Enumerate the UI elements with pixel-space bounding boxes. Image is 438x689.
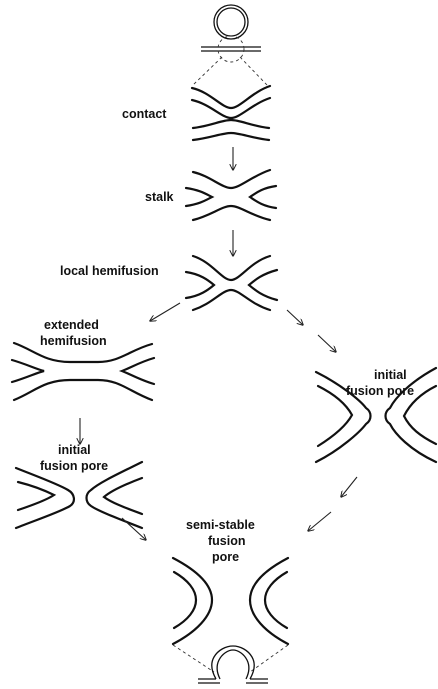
label-local-hemifusion: local hemifusion: [60, 264, 159, 278]
label-initial-pore-right-2: fusion pore: [346, 384, 414, 398]
arrow-left-pore-to-semistable: [121, 517, 146, 540]
label-extended-hemifusion-1: extended: [44, 318, 99, 332]
initial-pore-left-stage: initial fusion pore: [14, 443, 144, 530]
local-hemifusion-stage: local hemifusion: [60, 254, 279, 312]
initial-pore-right-stage: initial fusion pore: [314, 366, 438, 464]
arrow-to-right-initial-pore: [286, 309, 303, 325]
arrow-right-pore-to-semistable-1: [341, 476, 358, 497]
label-stalk: stalk: [145, 190, 174, 204]
label-extended-hemifusion-2: hemifusion: [40, 334, 107, 348]
label-contact: contact: [122, 107, 167, 121]
label-semi-stable-2: fusion: [208, 534, 246, 548]
extended-hemifusion-stage: extended hemifusion: [10, 318, 156, 402]
arrow-to-right-initial-pore-2: [317, 334, 336, 352]
bottom-fused-vesicle-icon: [198, 645, 268, 684]
semi-stable-pore-stage: semi-stable fusion pore: [171, 518, 290, 673]
arrow-to-extended-hemifusion: [150, 302, 181, 321]
arrow-right-pore-to-semistable-2: [308, 511, 332, 531]
label-semi-stable-1: semi-stable: [186, 518, 255, 532]
top-vesicle-icon: [192, 4, 268, 86]
contact-stage: contact: [122, 84, 272, 142]
label-initial-pore-right-1: initial: [374, 368, 407, 382]
label-initial-pore-left-2: fusion pore: [40, 459, 108, 473]
label-semi-stable-3: pore: [212, 550, 239, 564]
label-initial-pore-left-1: initial: [58, 443, 91, 457]
stalk-stage: stalk: [145, 168, 278, 222]
